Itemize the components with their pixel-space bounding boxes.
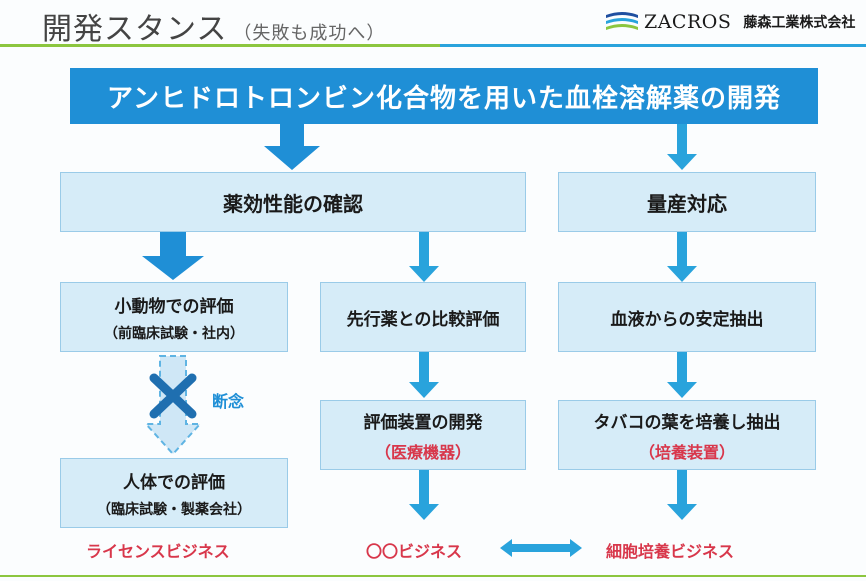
cross-mark-icon <box>149 373 197 419</box>
box-efficacy: 薬効性能の確認 <box>60 172 526 232</box>
arrow-comparison-to-device <box>409 352 439 398</box>
diagram-title: アンヒドロトロンビン化合物を用いた血栓溶解薬の開発 <box>70 68 818 124</box>
license-business: ライセンスビジネス <box>86 542 230 561</box>
cell-culture-business: 細胞培養ビジネス <box>606 542 735 561</box>
zacros-logo-icon <box>606 12 638 30</box>
box-comparison: 先行薬との比較評価 <box>320 282 526 352</box>
box-device: 評価装置の開発 （医療機器） <box>320 400 526 470</box>
device-label: 評価装置の開発 <box>363 412 483 433</box>
box-small-animal: 小動物での評価 （前臨床試験・社内） <box>60 282 288 352</box>
small-animal-label: 小動物での評価 <box>114 296 234 317</box>
box-blood-extraction: 血液からの安定抽出 <box>558 282 816 352</box>
arrow-device-to-oo <box>409 470 439 520</box>
arrow-blood-to-tobacco <box>667 352 697 398</box>
tobacco-label: タバコの葉を培養し抽出 <box>593 412 781 433</box>
arrow-tobacco-to-cell <box>667 470 697 520</box>
box-mass-production: 量産対応 <box>558 172 816 232</box>
box-human: 人体での評価 （臨床試験・製薬会社） <box>60 458 288 528</box>
box-tobacco: タバコの葉を培養し抽出 （培養装置） <box>558 400 816 470</box>
small-animal-sub: （前臨床試験・社内） <box>104 325 244 342</box>
abandoned-label: 断念 <box>212 392 245 411</box>
arrow-title-to-mass <box>667 124 697 170</box>
oo-business: 〇〇ビジネス <box>366 542 463 561</box>
company-name: 藤森工業株式会社 <box>743 15 856 31</box>
arrow-efficacy-to-small-animal <box>142 232 204 280</box>
page-title: 開発スタンス（失敗も成功へ） <box>42 4 385 48</box>
arrow-mass-to-blood <box>667 232 697 282</box>
page-subtitle: （失敗も成功へ） <box>233 23 386 44</box>
brand-name: ZACROS <box>644 11 732 33</box>
arrow-efficacy-to-comparison <box>409 232 439 282</box>
arrow-title-to-efficacy <box>264 124 320 170</box>
footer-divider <box>0 575 866 577</box>
device-sub: （医療機器） <box>374 442 471 462</box>
company-logo: ZACROS 藤森工業株式会社 <box>604 8 855 36</box>
page-title-main: 開発スタンス <box>42 12 228 47</box>
header-divider-blue <box>440 44 866 47</box>
header-divider-green <box>0 44 440 47</box>
tobacco-sub: （培養装置） <box>638 442 735 462</box>
human-sub: （臨床試験・製薬会社） <box>97 501 251 518</box>
double-arrow-business <box>500 539 582 557</box>
arrow-dashed-abandoned <box>143 355 203 456</box>
human-label: 人体での評価 <box>123 472 225 493</box>
